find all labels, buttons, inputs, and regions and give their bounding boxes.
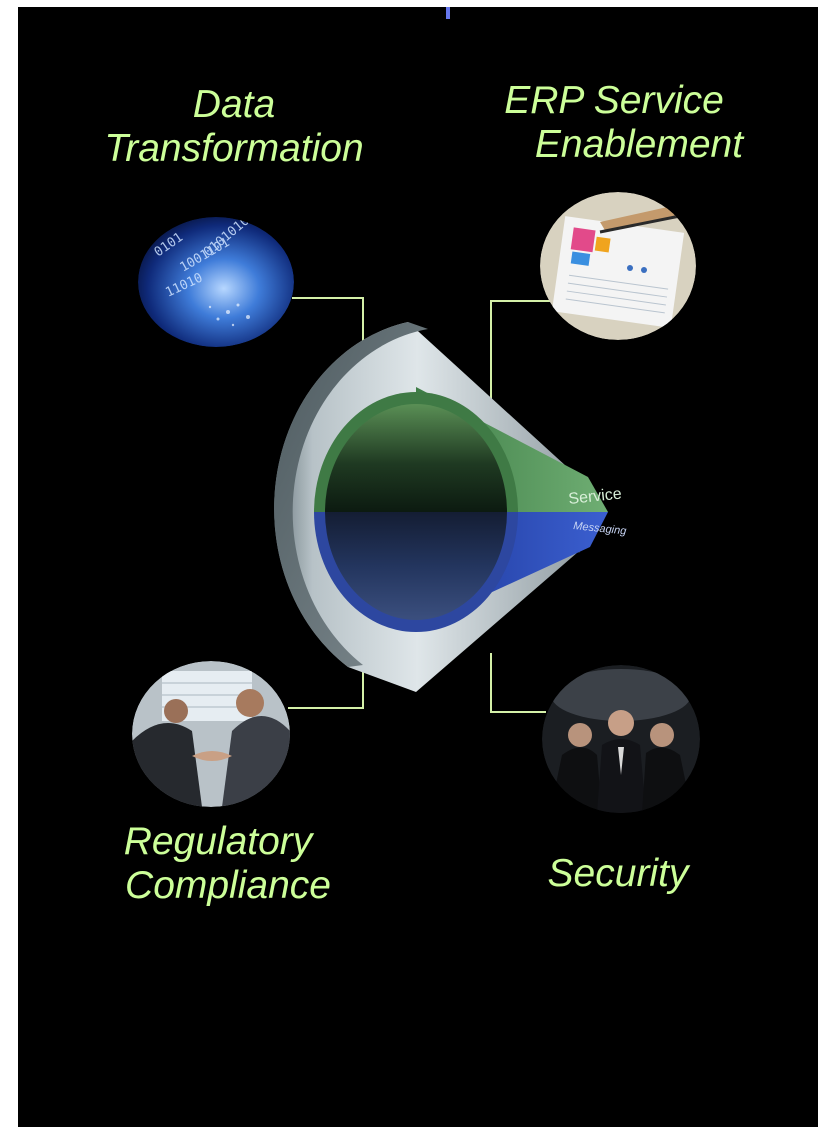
- top-accent-line: [446, 7, 450, 19]
- connector-line: [288, 707, 364, 709]
- connector-line: [490, 711, 546, 713]
- pipe-end-face: [314, 392, 518, 632]
- label-erp-service-enablement: ERP Service Enablement: [468, 79, 788, 167]
- label-regulatory-compliance-line-2: Compliance: [125, 864, 331, 907]
- pipe-lower-label: Messaging: [573, 520, 628, 538]
- business-handshake-image: [132, 661, 290, 807]
- connector-line: [292, 297, 364, 299]
- diagram-canvas: Data Transformation ERP Service Enableme…: [18, 7, 818, 1127]
- connector-line: [490, 300, 492, 410]
- label-data-transformation-line-2: Transformation: [104, 127, 364, 170]
- connector-line: [490, 300, 550, 302]
- connector-line: [362, 297, 364, 347]
- label-data-transformation: Data Transformation: [74, 83, 394, 171]
- service-messaging-pipe: Service Messaging: [274, 322, 628, 692]
- label-security: Security: [508, 852, 728, 896]
- erp-dashboard-pen-image: [540, 192, 696, 340]
- label-security-line-1: Security: [547, 852, 689, 895]
- label-data-transformation-line-1: Data: [192, 83, 276, 126]
- connector-line: [362, 659, 364, 709]
- label-erp-service-enablement-line-2: Enablement: [534, 123, 744, 166]
- label-regulatory-compliance-line-1: Regulatory: [123, 820, 313, 863]
- security-team-image: [542, 665, 700, 813]
- binary-data-globe-image: 0101 1001101 0101010 11010: [138, 217, 294, 347]
- label-erp-service-enablement-line-1: ERP Service: [504, 79, 724, 122]
- label-regulatory-compliance: Regulatory Compliance: [88, 820, 368, 908]
- pipe-upper-label: Service: [568, 485, 623, 507]
- connector-line: [490, 653, 492, 713]
